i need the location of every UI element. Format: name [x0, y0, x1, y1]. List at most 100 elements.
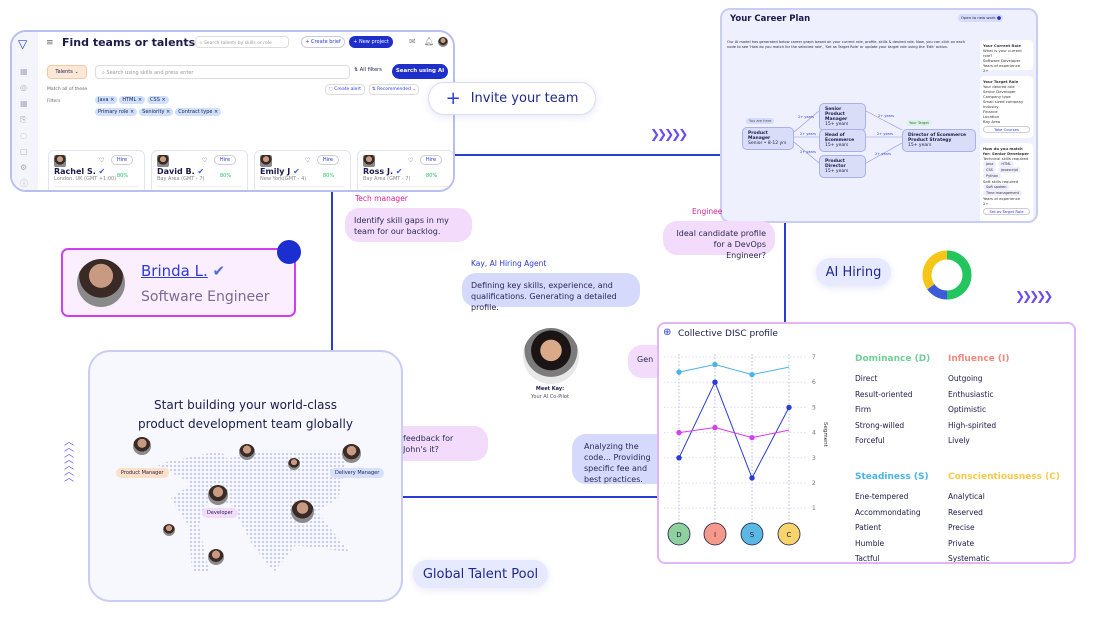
talent-card[interactable]: ♡ Hire David B. ✔ 80% Bay Area (GMT - 7)…: [151, 150, 248, 192]
edge-label: 2+ years: [800, 150, 816, 154]
category-badge: [703, 522, 727, 546]
talent-avatar: [363, 155, 375, 167]
skill-tag: Java: [983, 161, 997, 167]
search-input[interactable]: ⌕ Search using skills and press enter: [95, 65, 350, 79]
search-ai-button[interactable]: Search using AI: [392, 64, 448, 79]
profile-avatar: [77, 259, 125, 307]
arrows-up-icon: ︿︿︿︿︿︿︿: [64, 437, 74, 484]
talent-level: Distinguished: [157, 190, 191, 192]
all-filters-button[interactable]: ⇅ All filters: [354, 67, 382, 73]
hire-button[interactable]: Hire: [111, 155, 133, 165]
career-plan-window: Your Career Plan Open to new work ⬤ Our …: [720, 8, 1038, 223]
invite-team-button[interactable]: +Invite your team: [428, 82, 596, 115]
talent-card[interactable]: ♡ Hire Rachel S. ✔ 80% London, UK (GMT +…: [48, 150, 145, 192]
edge-label: 2+ years: [875, 152, 891, 156]
career-graph-edges: [793, 110, 903, 164]
donut-segment: [922, 250, 948, 290]
category-badge: [740, 522, 764, 546]
map-avatar: [208, 485, 228, 505]
disc-trait: Optimistic: [948, 405, 987, 414]
map-avatar: [291, 500, 314, 523]
talents-dropdown[interactable]: Talents ⌄: [47, 65, 87, 79]
disc-trait: Patient: [855, 523, 882, 532]
create-brief-button[interactable]: + Create brief: [301, 36, 345, 48]
heart-icon[interactable]: ♡: [408, 157, 414, 164]
tag-css[interactable]: CSS ×: [147, 96, 169, 104]
user-avatar[interactable]: [438, 37, 448, 47]
connector-line: [403, 496, 657, 498]
tag-contract-type[interactable]: Contract type ×: [175, 108, 222, 116]
talent-card[interactable]: ♡ Hire Emily J ✔ 80% New York(GMT - 4) D…: [254, 150, 351, 190]
field-label: What is your current role?: [983, 48, 1022, 58]
edge-label: 2+ years: [798, 115, 814, 119]
disc-trait: Outgoing: [948, 374, 983, 383]
create-alert-button[interactable]: ◌ Create alert: [325, 84, 365, 95]
profile-name-row: Brinda L. ✔: [141, 262, 225, 280]
heart-icon[interactable]: ♡: [305, 157, 311, 164]
series-line: [678, 380, 790, 480]
hire-button[interactable]: Hire: [214, 155, 236, 165]
disc-title: Collective DISC profile: [678, 329, 778, 339]
data-point: [749, 434, 755, 441]
talent-disc: Analyst - C: [112, 190, 139, 192]
edge-label: 2+ years: [800, 132, 816, 136]
mail-icon[interactable]: ✉: [409, 37, 416, 46]
talent-card[interactable]: ♡ Hire Ross J. ✔ 80% Bay Area (GMT - 7) …: [357, 150, 453, 190]
hire-button[interactable]: Hire: [420, 155, 442, 165]
category-label: S: [750, 531, 755, 539]
kay-bubble: Defining key skills, experience, and qua…: [462, 273, 640, 312]
sidebar-icons[interactable]: ▦◎▦⎘◌▢⚙ⓘ: [20, 67, 28, 188]
tag-primary-role[interactable]: Primary role ×: [95, 108, 138, 116]
disc-trait: Systematic: [948, 554, 990, 563]
panel-heading: Your Current Role: [983, 43, 1021, 48]
menu-icon[interactable]: ≡: [46, 38, 54, 48]
take-courses-button[interactable]: Take Courses: [983, 126, 1030, 133]
arrows-right-icon: ❯❯❯❯❯: [650, 127, 688, 141]
series-line: [678, 364, 790, 376]
world-map: [155, 450, 350, 573]
bell-icon[interactable]: 🔔︎: [424, 37, 435, 46]
heading-line-2: product development team globally: [138, 417, 353, 431]
field-label: Technical skills required: [983, 156, 1029, 161]
heart-icon[interactable]: ♡: [202, 157, 208, 164]
skill-tag: Javascript: [997, 167, 1022, 173]
profile-name[interactable]: Brinda L.: [141, 262, 208, 280]
disc-group-heading: Steadiness (S): [855, 472, 929, 482]
node-title: Director of Ecommerce Product Strategy: [908, 133, 967, 143]
talent-location: London, UK (GMT +1:00): [54, 176, 117, 182]
top-search-input[interactable]: ⌕ Search talents by skills or role: [195, 36, 289, 48]
verified-icon: ✔: [212, 262, 226, 280]
node-title: Head of Ecommerce: [825, 133, 855, 143]
field-value: Small sized company: [983, 99, 1024, 104]
hire-button[interactable]: Hire: [317, 155, 339, 165]
match-score: 80%: [220, 173, 232, 179]
talent-name: Emily J: [260, 167, 291, 176]
map-avatar: [288, 458, 300, 470]
filter-tags: Primary role ×Seniority ×Contract type ×: [95, 98, 223, 117]
open-to-work-toggle[interactable]: Open to new work ⬤: [958, 14, 1003, 22]
sort-dropdown[interactable]: ⇅ Recommended ⌄: [369, 84, 419, 95]
field-label: Years of experience: [983, 63, 1021, 68]
career-title: Your Career Plan: [730, 14, 811, 24]
filters-label: Filters: [47, 99, 61, 104]
status-dot: [277, 240, 301, 264]
ai-hiring-pill: AI Hiring: [816, 258, 891, 286]
new-project-button[interactable]: + New project: [349, 36, 393, 48]
tag-java[interactable]: Java ×: [95, 96, 118, 104]
match-score: 80%: [323, 173, 335, 179]
tag-seniority[interactable]: Seniority ×: [139, 108, 174, 116]
profile-card[interactable]: Brinda L. ✔ Software Engineer: [61, 248, 296, 317]
data-point: [749, 371, 755, 378]
tag-html[interactable]: HTML ×: [119, 96, 146, 104]
heart-icon[interactable]: ♡: [99, 157, 105, 164]
talents-label: Talents: [55, 69, 73, 75]
set-target-role-button[interactable]: Set as Target Role: [983, 208, 1030, 215]
data-point: [712, 424, 718, 431]
